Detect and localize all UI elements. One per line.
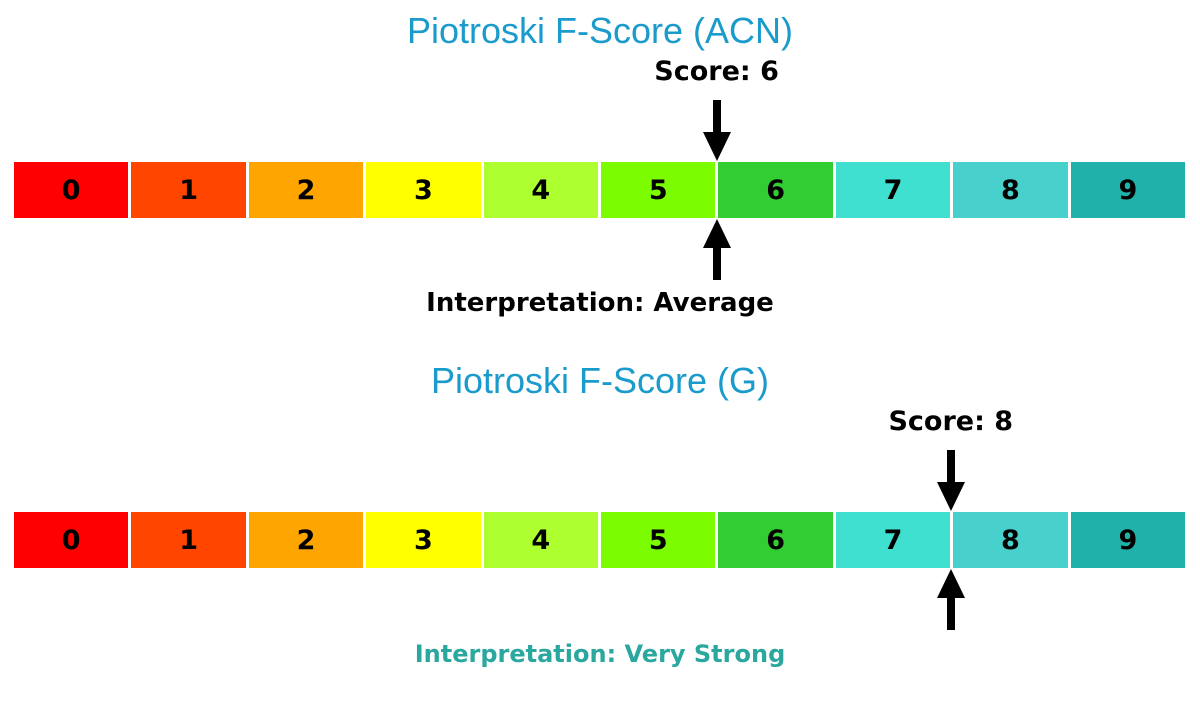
- scale-segment-9: 9: [1070, 162, 1186, 218]
- scale-segment-7: 7: [835, 162, 951, 218]
- chart-title: Piotroski F-Score (ACN): [406, 10, 794, 51]
- segment-label: 6: [766, 174, 786, 206]
- segment-label: 1: [179, 174, 198, 206]
- scale-segment-7: 7: [835, 512, 951, 568]
- fscore-scale-bar: 0 1 2 3 4 5 6 7 8 9: [14, 512, 1186, 568]
- scale-segment-6: 6: [718, 162, 833, 218]
- segment-label: 9: [1118, 524, 1138, 556]
- score-rail: Score: 8 0 1 2 3 4 5 6 7 8 9: [14, 350, 1186, 702]
- scale-segment-8: 8: [953, 162, 1068, 218]
- segment-label: 8: [1001, 174, 1020, 206]
- segment-label: 6: [766, 524, 786, 556]
- interpretation-label: Interpretation: Average: [426, 288, 774, 318]
- scale-segment-3: 3: [366, 162, 481, 218]
- segment-label: 2: [296, 524, 316, 556]
- segment-label: 5: [648, 524, 668, 556]
- interpretation-arrow-up-icon: [936, 569, 965, 630]
- fscore-scale-bar: 0 1 2 3 4 5 6 7 8 9: [14, 162, 1186, 218]
- scale-segment-1: 1: [131, 162, 246, 218]
- segment-label: 3: [414, 174, 433, 206]
- score-rail: Score: 6 0 1 2 3 4 5 6 7 8 9: [14, 0, 1186, 350]
- segment-label: 5: [648, 174, 668, 206]
- scale-segment-2: 2: [248, 512, 364, 568]
- segment-label: 0: [61, 174, 81, 206]
- scale-segment-3: 3: [366, 512, 481, 568]
- scale-segment-1: 1: [131, 512, 246, 568]
- scale-segment-9: 9: [1070, 512, 1186, 568]
- segment-label: 7: [883, 524, 903, 556]
- score-label: Score: 6: [654, 56, 779, 87]
- segment-label: 4: [531, 524, 551, 556]
- segment-label: 3: [414, 524, 433, 556]
- scale-segment-2: 2: [248, 162, 364, 218]
- segment-label: 0: [61, 524, 81, 556]
- chart-title: Piotroski F-Score (G): [430, 360, 770, 401]
- segment-label: 9: [1118, 174, 1138, 206]
- score-arrow-down-icon: [936, 450, 965, 511]
- score-label: Score: 8: [888, 406, 1014, 437]
- score-arrow-down-icon: [702, 100, 731, 161]
- scale-segment-6: 6: [718, 512, 833, 568]
- scale-segment-4: 4: [483, 162, 599, 218]
- fscore-chart-acn: Piotroski F-Score (ACN) Score: 6 0 1 2 3 4 5 6…: [0, 0, 1200, 350]
- scale-segment-8: 8: [953, 512, 1068, 568]
- scale-segment-0: 0: [14, 162, 129, 218]
- segment-label: 4: [531, 174, 551, 206]
- scale-segment-5: 5: [601, 512, 716, 568]
- scale-segment-4: 4: [483, 512, 599, 568]
- scale-segment-5: 5: [601, 162, 716, 218]
- segment-label: 2: [296, 174, 316, 206]
- scale-segment-0: 0: [14, 512, 129, 568]
- interpretation-arrow-up-icon: [702, 219, 731, 280]
- interpretation-label: Interpretation: Very Strong: [414, 640, 786, 668]
- segment-label: 7: [883, 174, 903, 206]
- fscore-chart-g: Piotroski F-Score (G) Score: 8 0 1 2 3 4 5 6 7 8…: [0, 350, 1200, 702]
- segment-label: 1: [179, 524, 198, 556]
- segment-label: 8: [1001, 524, 1020, 556]
